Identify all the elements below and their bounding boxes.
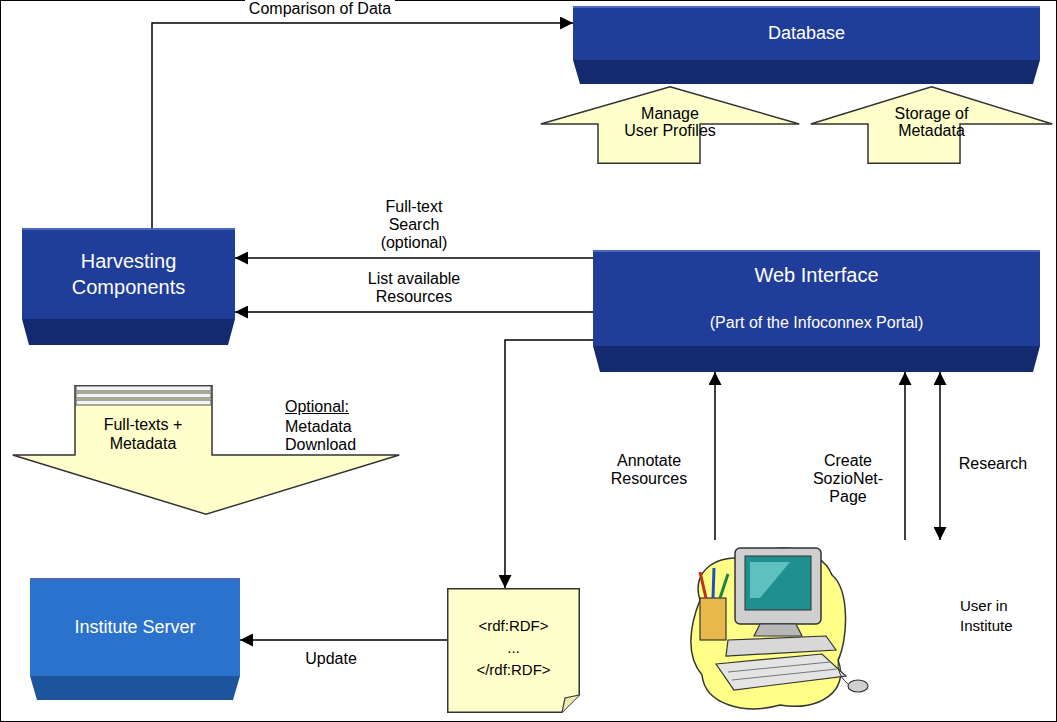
document-stack bbox=[76, 400, 211, 405]
box-face bbox=[30, 578, 240, 676]
connector-arrow bbox=[235, 311, 593, 313]
document-stack bbox=[76, 393, 211, 398]
node-text: Institute Server bbox=[74, 617, 195, 638]
arrow-node: Storage of Metadata bbox=[810, 86, 1053, 164]
user-station: User in Institute bbox=[688, 540, 1050, 718]
mouse bbox=[848, 680, 868, 692]
edge-label: Research bbox=[948, 455, 1038, 473]
component-box: Institute Server bbox=[30, 578, 240, 700]
node-text: (Part of the Infoconnex Portal) bbox=[710, 314, 923, 332]
box-highlight bbox=[30, 578, 240, 580]
edge-label: Update bbox=[296, 650, 366, 668]
monitor-stand bbox=[754, 624, 802, 636]
page-fold bbox=[562, 695, 579, 712]
node-text: User in Institute bbox=[960, 596, 1045, 636]
box-highlight bbox=[573, 6, 1040, 8]
component-box: Web Interface (Part of the Infoconnex Por… bbox=[593, 250, 1040, 372]
key-row bbox=[732, 669, 837, 680]
box-bevel bbox=[30, 676, 240, 700]
connector-arrow bbox=[714, 372, 716, 540]
keyboard bbox=[716, 654, 846, 690]
arrow-node: Manage User Profiles bbox=[540, 86, 800, 164]
pencil bbox=[713, 568, 714, 598]
box-face bbox=[593, 250, 1040, 346]
box-face bbox=[22, 228, 235, 319]
screen bbox=[745, 556, 811, 610]
node-outline bbox=[30, 578, 240, 700]
note-label: Metadata Download bbox=[285, 418, 395, 454]
component-box: Harvesting Components bbox=[22, 228, 235, 345]
box-face bbox=[573, 6, 1040, 60]
document-node: <rdf:RDF> ... </rdf:RDF> bbox=[447, 588, 580, 713]
node-text: <rdf:RDF> ... </rdf:RDF> bbox=[476, 615, 550, 681]
arrow-shape bbox=[13, 386, 400, 515]
box-bevel bbox=[593, 346, 1040, 372]
arrow-shape bbox=[541, 87, 800, 164]
node-text: Full-texts + Metadata bbox=[88, 415, 198, 453]
node-outline bbox=[573, 6, 1040, 84]
connector-arrow bbox=[240, 639, 447, 641]
screen-glare bbox=[750, 562, 790, 598]
node-text: Harvesting Components bbox=[49, 248, 209, 300]
arrow-shape bbox=[811, 87, 1053, 164]
connector-arrow bbox=[505, 340, 593, 588]
pencil bbox=[720, 574, 728, 598]
box-highlight bbox=[593, 250, 1040, 252]
edge-label: Create SozioNet-Page bbox=[800, 452, 896, 506]
system-unit bbox=[726, 636, 836, 656]
edge-label: Comparison of Data bbox=[245, 0, 395, 18]
pencil-cup bbox=[700, 598, 726, 640]
edge-label: Full-text Search (optional) bbox=[364, 198, 464, 252]
document-stack bbox=[76, 386, 211, 391]
pencil bbox=[700, 572, 706, 598]
background-blob bbox=[691, 548, 846, 709]
box-highlight bbox=[22, 228, 235, 230]
box-bevel bbox=[573, 60, 1040, 84]
monitor bbox=[735, 548, 821, 624]
mouse-cable bbox=[838, 656, 848, 684]
connector-arrow bbox=[939, 372, 941, 540]
node-text: Storage of Metadata bbox=[889, 105, 975, 139]
document-shape bbox=[448, 589, 580, 713]
connector-arrow bbox=[152, 23, 573, 228]
note-label: Optional: bbox=[285, 398, 349, 416]
edge-label: List available Resources bbox=[354, 270, 474, 306]
node-text: Web Interface bbox=[754, 264, 878, 287]
edge-label: Annotate Resources bbox=[592, 452, 706, 488]
node-text: Manage User Profiles bbox=[622, 105, 718, 139]
connector-arrow bbox=[904, 372, 906, 540]
node-text: Database bbox=[768, 23, 845, 44]
box-bevel bbox=[22, 319, 235, 345]
key-row bbox=[728, 662, 830, 672]
connector-arrow bbox=[235, 257, 593, 259]
component-box: Database bbox=[573, 6, 1040, 84]
